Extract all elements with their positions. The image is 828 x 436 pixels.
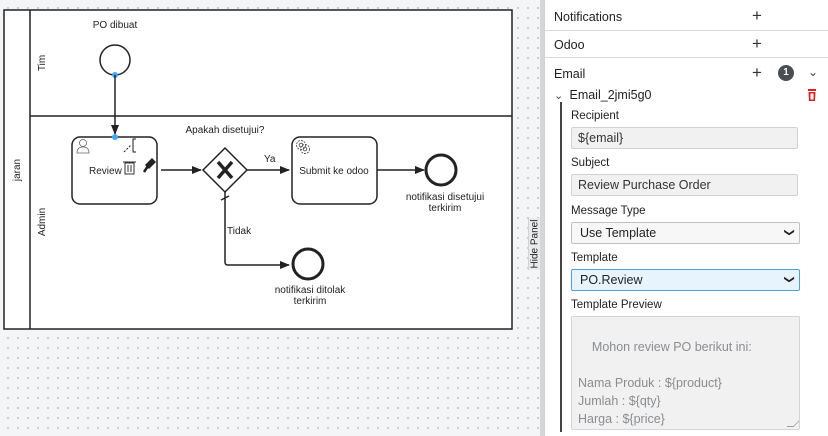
chevron-down-icon[interactable]: ⌄ (808, 65, 819, 79)
service-task-icon (296, 140, 310, 154)
start-event[interactable] (99, 44, 131, 76)
template-preview-textarea[interactable]: Mohon review PO berikut ini: Nama Produk… (571, 316, 800, 430)
template-select[interactable]: PO.Review ❯ (571, 269, 800, 291)
subject-input[interactable]: Review Purchase Order (571, 174, 798, 196)
gateway-label: Apakah disetujui? (186, 125, 265, 136)
group-label-odoo: Odoo (554, 38, 585, 52)
group-label-email: Email (554, 67, 586, 81)
message-type-value: Use Template (580, 226, 657, 240)
chevron-down-icon[interactable]: ⌄ (554, 90, 564, 102)
template-preview-label: Template Preview (571, 299, 662, 311)
annotation-icon[interactable] (123, 138, 136, 153)
user-task-icon (76, 139, 90, 154)
group-notifications[interactable]: Notifications + (545, 0, 828, 31)
hide-panel-button[interactable]: Hide Panel (528, 218, 541, 270)
bpmn-diagram[interactable]: jaran Tim Admin PO dibuat Review (0, 0, 540, 436)
add-odoo-button[interactable]: + (752, 34, 762, 53)
task-review[interactable]: Review (71, 134, 158, 205)
delete-icon[interactable] (123, 161, 136, 175)
email-count-badge: 1 (778, 65, 794, 81)
message-type-label: Message Type (571, 205, 646, 217)
end-event-rejected[interactable] (291, 247, 325, 281)
task-label-submit: Submit ke odoo (299, 166, 369, 177)
color-picker-icon[interactable] (142, 158, 156, 173)
diagram-canvas[interactable]: jaran Tim Admin PO dibuat Review (0, 0, 541, 436)
email-entry-header[interactable]: ⌄ Email_2jmi5g0 (554, 88, 651, 102)
default-flow-marker (220, 195, 230, 201)
recipient-input[interactable]: ${email} (571, 127, 798, 149)
group-odoo[interactable]: Odoo + (545, 31, 828, 58)
group-label-notifications: Notifications (554, 10, 623, 24)
template-preview-text: Mohon review PO berikut ini: Nama Produk… (578, 340, 752, 426)
start-event-label: PO dibuat (93, 20, 138, 31)
selection-handle[interactable] (112, 134, 118, 140)
chevron-down-icon: ❯ (783, 228, 795, 237)
template-label: Template (571, 252, 618, 264)
panel-scrollbar[interactable] (540, 0, 544, 436)
end-event-approved-label-2: terkirim (429, 203, 462, 214)
end-event-approved-label-1: notifikasi disetujui (406, 192, 484, 203)
end-event-rejected-label-2: terkirim (294, 296, 327, 307)
message-type-select[interactable]: Use Template ❯ (571, 222, 800, 244)
subject-label: Subject (571, 157, 610, 169)
lane-tim[interactable]: Tim (30, 55, 512, 117)
lane-label-admin: Admin (37, 208, 48, 236)
pool-label: jaran (12, 159, 23, 182)
properties-panel: Notifications + Odoo + Email + 1 ⌄ ⌄ Ema… (544, 0, 828, 436)
lane-label-tim: Tim (37, 55, 48, 71)
end-event-approved[interactable] (424, 153, 458, 187)
hide-panel-label: Hide Panel (529, 219, 541, 269)
recipient-label: Recipient (571, 110, 619, 122)
email-entry-name: Email_2jmi5g0 (569, 88, 652, 102)
lane-admin[interactable]: Admin (37, 208, 48, 236)
group-email[interactable]: Email + 1 ⌄ (545, 58, 828, 86)
task-submit[interactable]: Submit ke odoo (291, 136, 378, 205)
sequence-flow-no[interactable] (224, 192, 290, 269)
end-event-rejected-label-1: notifikasi ditolak (275, 285, 347, 296)
delete-entry-icon[interactable] (807, 89, 817, 101)
add-email-button[interactable]: + (752, 63, 762, 82)
flow-label-yes: Ya (264, 154, 276, 165)
resize-handle[interactable] (786, 420, 799, 427)
task-label-review: Review (89, 166, 123, 177)
add-notification-button[interactable]: + (752, 6, 762, 25)
template-value: PO.Review (580, 273, 643, 287)
chevron-down-icon: ❯ (783, 275, 795, 284)
flow-label-no: Tidak (227, 226, 252, 237)
entry-indent-line (560, 102, 562, 432)
